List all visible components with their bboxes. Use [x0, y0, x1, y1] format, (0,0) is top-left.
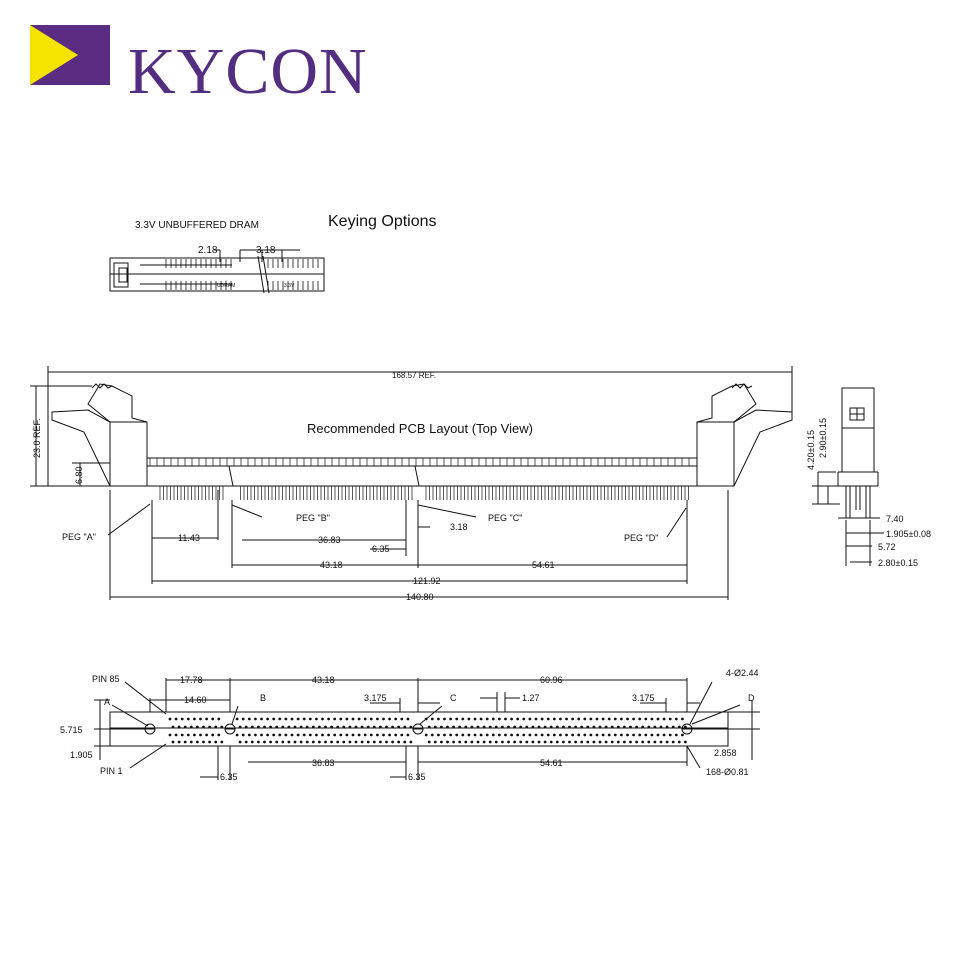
dim-6-35: 6.35 — [372, 544, 390, 554]
height-small-dim: 6.80 — [74, 466, 84, 484]
pcb-dim-6-35-left: 6.35 — [220, 772, 238, 782]
pcb-mount-holes: 4-Ø2.44 — [726, 668, 759, 678]
pcb-dim-36-83: 36.83 — [312, 758, 335, 768]
height-dim: 23.0 REF. — [32, 418, 42, 458]
pin-1-label: PIN 1 — [100, 766, 123, 776]
hole-b-label: B — [260, 693, 266, 703]
pcb-dim-3-175-left: 3.175 — [364, 693, 387, 703]
side-view — [812, 387, 884, 566]
peg-d-label: PEG "D" — [624, 533, 658, 543]
dim-54-61: 54.61 — [532, 560, 555, 570]
pcb-dim-3-175-right: 3.175 — [632, 693, 655, 703]
pcb-dim-1-905: 1.905 — [70, 750, 93, 760]
side-dim-1-905: 1.905±0.08 — [886, 529, 931, 539]
keying-dim-1: 2.18 — [198, 245, 218, 256]
keying-diagram — [109, 249, 325, 294]
front-view-title: Recommended PCB Layout (Top View) — [307, 421, 533, 436]
side-dim-4-20: 4.20±0.15 — [806, 430, 816, 470]
kycon-logo: KYCON — [30, 25, 367, 105]
pcb-dim-60-96: 60.96 — [540, 675, 563, 685]
pcb-dim-17-78: 17.78 — [180, 675, 203, 685]
pcb-dim-54-61: 54.61 — [540, 758, 563, 768]
hole-a-label: A — [104, 697, 110, 707]
dim-140-80: 140.80 — [406, 592, 434, 602]
pcb-dim-14-60: 14.60 — [184, 695, 207, 705]
pcb-dim-5-715: 5.715 — [60, 725, 83, 735]
keying-subtitle: 3.3V UNBUFFERED DRAM — [135, 220, 259, 231]
pcb-dim-43-18: 43.18 — [312, 675, 335, 685]
brand-name: KYCON — [128, 35, 368, 108]
hole-d-label: D — [748, 693, 755, 703]
peg-b-label: PEG "B" — [296, 513, 330, 523]
dim-11-43: 11.43 — [178, 533, 200, 543]
keying-title: Keying Options — [328, 213, 437, 230]
peg-c-label: PEG "C" — [488, 513, 522, 523]
dim-43-18: 43.18 — [320, 560, 343, 570]
overall-length-dim: 168.57 REF. — [392, 371, 436, 380]
dim-36-83: 36.83 — [318, 535, 341, 545]
logo-mark-icon — [30, 25, 110, 85]
peg-a-label: PEG "A" — [62, 532, 96, 542]
keying-label-udram: UDRAM — [217, 283, 235, 289]
hole-c-label: C — [450, 693, 457, 703]
pcb-dim-6-35-right: 6.35 — [408, 772, 426, 782]
side-dim-2-80: 2.80±0.15 — [878, 558, 918, 568]
side-dim-2-90: 2.90±0.15 — [818, 418, 828, 458]
pin-85-label: PIN 85 — [92, 674, 120, 684]
pcb-layout — [94, 678, 760, 780]
pcb-dim-2-858: 2.858 — [714, 748, 737, 758]
pcb-dim-1-27: 1.27 — [522, 693, 540, 703]
pcb-pin-holes: 168-Ø0.81 — [706, 767, 749, 777]
side-dim-5-72: 5.72 — [878, 542, 896, 552]
front-view-connector — [30, 366, 793, 600]
side-dim-7-40: 7.40 — [886, 514, 904, 524]
dim-3-18: 3.18 — [450, 522, 468, 532]
keying-label-33v: 3.3V — [284, 283, 295, 289]
keying-dim-2: 3.18 — [256, 245, 276, 256]
dim-121-92: 121.92 — [413, 576, 441, 586]
